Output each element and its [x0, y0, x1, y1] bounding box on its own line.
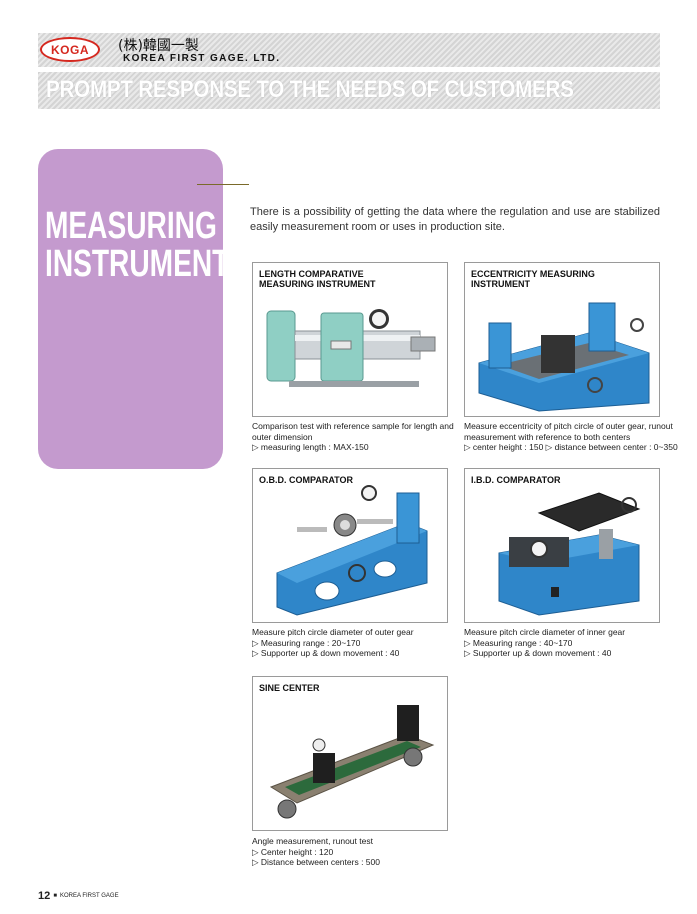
product-spec2: ▷ Supporter up & down movement : 40 — [252, 648, 400, 658]
product-caption-length-comparative: Comparison test with reference sample fo… — [252, 421, 454, 453]
product-card-eccentricity: ECCENTRICITY MEASURING INSTRUMENT — [464, 262, 660, 417]
product-caption-obd-comparator: Measure pitch circle diameter of outer g… — [252, 627, 414, 659]
product-title: SINE CENTER — [259, 683, 320, 693]
header-top-band — [38, 33, 660, 67]
product-description-line1: Measure pitch circle diameter of inner g… — [464, 627, 626, 637]
product-description-line1: Comparison test with reference sample fo… — [252, 421, 454, 431]
product-title-line1: O.B.D. COMPARATOR — [259, 475, 353, 485]
eccentricity-instrument-photo — [478, 302, 650, 412]
product-spec2: ▷ Distance between centers : 500 — [252, 857, 380, 867]
product-title: LENGTH COMPARATIVE MEASURING INSTRUMENT — [259, 269, 376, 289]
product-title: I.B.D. COMPARATOR — [471, 475, 561, 485]
koga-logo: KOGA — [40, 37, 100, 62]
slogan: PROMPT RESPONSE TO THE NEEDS OF CUSTOMER… — [46, 76, 574, 103]
header-slogan-band — [38, 72, 660, 109]
product-card-obd-comparator: O.B.D. COMPARATOR — [252, 468, 448, 623]
company-hanja-name: (株)韓國一製 — [118, 38, 199, 54]
folio-separator: ■ — [53, 893, 57, 900]
product-description-line2: measurement with reference to both cente… — [464, 431, 631, 442]
product-title-line1: I.B.D. COMPARATOR — [471, 475, 561, 485]
product-title: ECCENTRICITY MEASURING INSTRUMENT — [471, 269, 595, 289]
product-spec1: ▷ Center height : 120 — [252, 846, 334, 857]
product-title-line1: SINE CENTER — [259, 683, 320, 693]
product-spec1: ▷ Measuring range : 40~170 — [464, 637, 573, 648]
product-title-line1: LENGTH COMPARATIVE — [259, 269, 364, 279]
product-card-sine-center: SINE CENTER — [252, 676, 448, 831]
product-description-line1: Angle measurement, runout test — [252, 836, 373, 846]
section-title-line1: MEASURING — [45, 205, 217, 247]
page-folio: 12 ■ KOREA FIRST GAGE — [38, 890, 119, 902]
product-spec1: ▷ Measuring range : 20~170 — [252, 637, 361, 648]
length-comparative-instrument-photo — [266, 309, 436, 387]
product-title-line2: MEASURING INSTRUMENT — [259, 279, 376, 289]
company-name: KOREA FIRST GAGE. LTD. — [123, 53, 281, 64]
ibd-comparator-photo — [498, 492, 641, 616]
product-spec1: ▷ measuring length : MAX-150 — [252, 442, 369, 452]
section-title-line2: INSTRUMENT — [45, 243, 230, 285]
page-number: 12 — [38, 890, 51, 902]
product-card-length-comparative: LENGTH COMPARATIVE MEASURING INSTRUMENT — [252, 262, 448, 417]
product-spec1: ▷ center height : 150 ▷ distance between… — [464, 442, 678, 452]
intro-paragraph: There is a possibility of getting the da… — [250, 206, 660, 233]
product-card-ibd-comparator: I.B.D. COMPARATOR — [464, 468, 660, 623]
logo-text: KOGA — [51, 42, 89, 57]
product-caption-eccentricity: Measure eccentricity of pitch circle of … — [464, 421, 678, 453]
product-title: O.B.D. COMPARATOR — [259, 475, 353, 485]
product-spec2: ▷ Supporter up & down movement : 40 — [464, 648, 612, 658]
product-title-line1: ECCENTRICITY MEASURING — [471, 269, 595, 279]
product-description-line1: Measure pitch circle diameter of outer g… — [252, 627, 414, 637]
publisher-name: KOREA FIRST GAGE — [60, 893, 119, 900]
product-description-line2: outer dimension — [252, 431, 313, 442]
section-title-panel — [38, 149, 223, 469]
product-caption-sine-center: Angle measurement, runout test ▷ Center … — [252, 836, 380, 868]
product-description-line1: Measure eccentricity of pitch circle of … — [464, 421, 673, 431]
product-title-line2: INSTRUMENT — [471, 279, 530, 289]
obd-comparator-photo — [276, 485, 428, 616]
divider-rule — [197, 184, 249, 185]
sine-center-photo — [269, 705, 435, 819]
product-caption-ibd-comparator: Measure pitch circle diameter of inner g… — [464, 627, 625, 659]
